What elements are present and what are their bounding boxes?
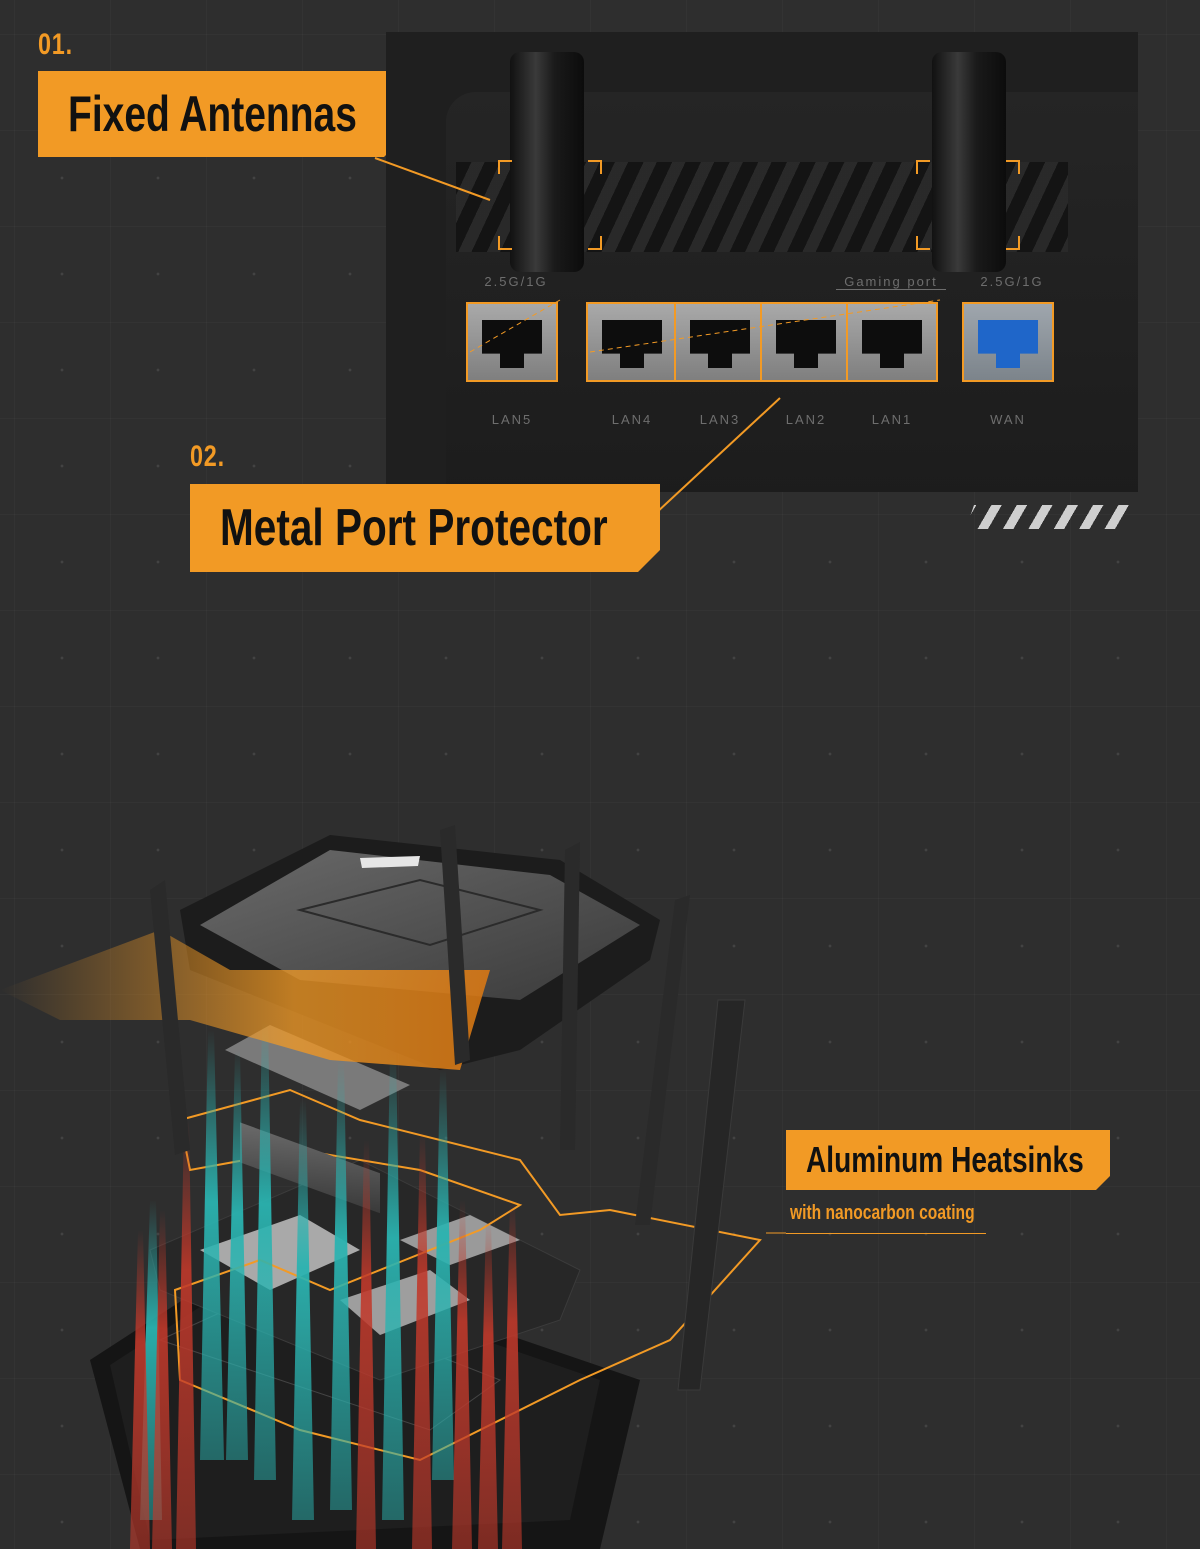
fixed-antennas-text: Fixed Antennas [68, 86, 357, 142]
orange-glow [0, 930, 490, 1070]
router-rear-photo: 2.5G/1G Gaming port 2.5G/1G LAN5 LAN4 LA… [386, 32, 1138, 492]
port-label-wan: WAN [990, 412, 1026, 427]
feature-number-1: 01. [38, 28, 73, 61]
nanocarbon-underline [786, 1233, 986, 1234]
antenna-right [932, 52, 1006, 272]
port-label-lan4: LAN4 [611, 412, 653, 427]
antenna-leader-line [374, 157, 491, 201]
hot-airflow [130, 1120, 522, 1549]
exploded-router-illustration [0, 825, 762, 1549]
tuf-logo-icon [360, 856, 420, 868]
hazard-stripes [966, 505, 1136, 529]
antenna-left [510, 52, 584, 272]
router-antennas [150, 825, 746, 1391]
port-speed-label-lan5: 2.5G/1G [484, 274, 548, 289]
metal-port-protector-label: Metal Port Protector [190, 484, 660, 572]
cool-airflow [140, 1020, 454, 1520]
fixed-antennas-label: Fixed Antennas [38, 71, 406, 157]
aluminum-heatsinks-label: Aluminum Heatsinks [786, 1130, 1110, 1190]
aluminum-heatsinks-text: Aluminum Heatsinks [806, 1139, 1084, 1180]
metal-port-protector-text: Metal Port Protector [220, 499, 608, 557]
port-lan1 [846, 302, 938, 382]
gaming-port-label: Gaming port [836, 274, 946, 290]
port-label-lan2: LAN2 [785, 412, 827, 427]
port-lan2 [760, 302, 852, 382]
port-label-lan5: LAN5 [491, 412, 533, 427]
port-speed-label-wan: 2.5G/1G [980, 274, 1044, 289]
port-guide-dash-2 [589, 299, 941, 353]
antenna-bracket-left [498, 160, 602, 250]
port-label-lan1: LAN1 [871, 412, 913, 427]
port-lan4 [586, 302, 678, 382]
port-lan5 [466, 302, 558, 382]
antenna-bracket-right [916, 160, 1020, 250]
nanocarbon-coating-note: with nanocarbon coating [790, 1202, 975, 1224]
feature-number-2: 02. [190, 440, 225, 473]
port-label-lan3: LAN3 [699, 412, 741, 427]
port-wan [962, 302, 1054, 382]
